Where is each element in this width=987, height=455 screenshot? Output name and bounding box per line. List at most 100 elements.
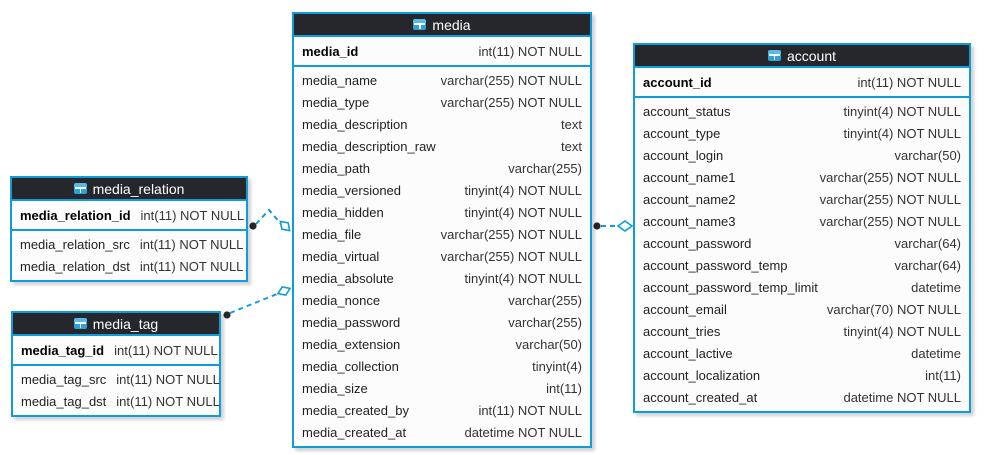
column-type: varchar(255) NOT NULL: [440, 248, 582, 264]
column-type: int(11) NOT NULL: [139, 236, 244, 252]
table-title: media: [432, 16, 471, 33]
column-type: tinyint(4) NOT NULL: [843, 103, 961, 119]
column-name: account_id: [643, 74, 712, 90]
table-title: media_tag: [92, 315, 159, 332]
column-name: account_login: [643, 147, 724, 163]
column-name: media_extension: [302, 336, 401, 352]
column-name: media_name: [302, 72, 378, 88]
column-name: media_path: [302, 160, 370, 176]
column-name: media_versioned: [302, 182, 402, 198]
table-header[interactable]: media_tag: [13, 313, 219, 336]
column-type: varchar(255) NOT NULL: [819, 191, 961, 207]
table-header[interactable]: account: [635, 45, 969, 68]
table-header[interactable]: media: [294, 14, 590, 37]
column-name: media_password: [302, 314, 401, 330]
table-row[interactable]: account_name1 varchar(255) NOT NULL: [635, 166, 969, 188]
column-type: varchar(255) NOT NULL: [440, 226, 582, 242]
primary-key-section: media_relation_id int(11) NOT NULL: [12, 201, 246, 231]
column-type: tinyint(4) NOT NULL: [464, 204, 582, 220]
relationship-many-end-dot: [593, 222, 601, 230]
column-type: text: [561, 116, 582, 132]
column-name: account_name2: [643, 191, 736, 207]
table-row[interactable]: media_relation_id int(11) NOT NULL: [12, 204, 246, 226]
column-type: varchar(64): [894, 235, 961, 251]
table-row[interactable]: media_relation_dst int(11) NOT NULL: [12, 255, 246, 277]
table-title: media_relation: [92, 180, 185, 197]
relationship-media_relation-media[interactable]: [249, 208, 292, 234]
relationship-one-end-diamond: [616, 220, 634, 232]
column-name: media_description_raw: [302, 138, 436, 154]
relationship-one-end-diamond: [279, 220, 291, 232]
column-name: account_name1: [643, 169, 736, 185]
column-type: int(11) NOT NULL: [139, 258, 244, 274]
column-type: int(11) NOT NULL: [140, 207, 245, 223]
column-type: varchar(255): [508, 292, 582, 308]
column-name: account_localization: [643, 367, 761, 383]
column-type: datetime NOT NULL: [464, 424, 582, 440]
table-media_relation[interactable]: media_relation media_relation_id int(11) N…: [10, 176, 248, 282]
table-title: account: [786, 47, 837, 64]
relationship-media-account[interactable]: [593, 220, 634, 232]
column-name: account_lactive: [643, 345, 733, 361]
table-icon: [767, 50, 781, 61]
column-type: varchar(255) NOT NULL: [819, 213, 961, 229]
column-type: varchar(50): [515, 336, 582, 352]
table-row[interactable]: account_status tinyint(4) NOT NULL: [635, 100, 969, 122]
column-type: varchar(255) NOT NULL: [819, 169, 961, 185]
table-icon: [73, 318, 87, 329]
column-name: media_created_by: [302, 402, 409, 418]
column-name: media_relation_id: [20, 207, 131, 223]
relationship-media_tag-media[interactable]: [223, 284, 292, 319]
column-name: media_relation_dst: [20, 258, 130, 274]
table-header[interactable]: media_relation: [12, 178, 246, 201]
column-type: varchar(255): [508, 314, 582, 330]
table-row[interactable]: media_hidden tinyint(4) NOT NULL: [294, 201, 590, 223]
table-row[interactable]: media_extension varchar(50): [294, 333, 590, 355]
column-name: media_size: [302, 380, 368, 396]
table-row[interactable]: account_name2 varchar(255) NOT NULL: [635, 188, 969, 210]
column-name: media_description: [302, 116, 408, 132]
table-row[interactable]: media_description text: [294, 113, 590, 135]
column-name: media_hidden: [302, 204, 384, 220]
column-name: account_status: [643, 103, 731, 119]
table-row[interactable]: media_password varchar(255): [294, 311, 590, 333]
column-type: int(11) NOT NULL: [116, 393, 220, 409]
